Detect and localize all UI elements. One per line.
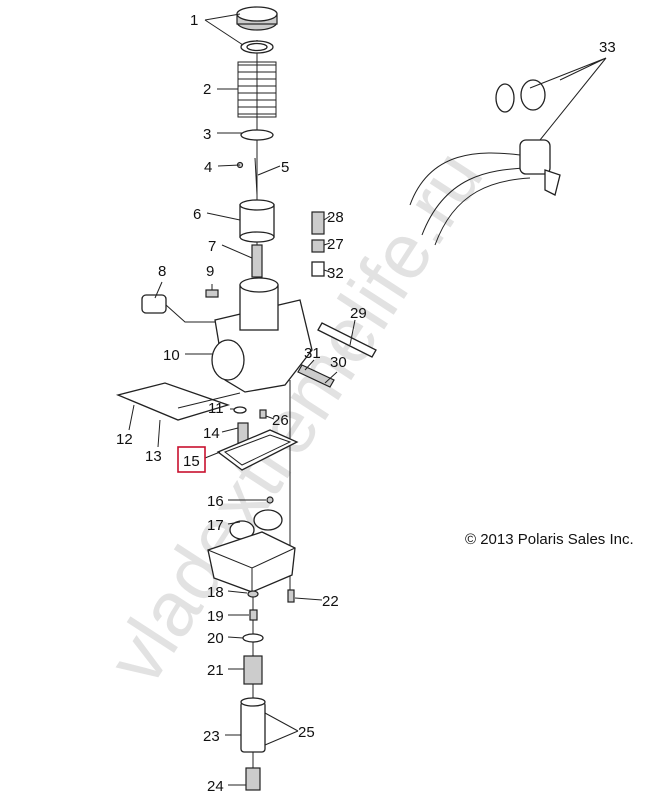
highlight-box — [177, 446, 206, 473]
callout-29: 29 — [350, 305, 367, 322]
watermark: vladextremelife.ru — [90, 135, 499, 699]
callout-5: 5 — [281, 159, 289, 176]
callout-20: 20 — [207, 630, 224, 647]
callout-10: 10 — [163, 347, 180, 364]
callout-26: 26 — [272, 412, 289, 429]
callout-27: 27 — [327, 236, 344, 253]
callout-21: 21 — [207, 662, 224, 679]
callout-30: 30 — [330, 354, 347, 371]
callout-18: 18 — [207, 584, 224, 601]
callout-25: 25 — [298, 724, 315, 741]
callout-2: 2 — [203, 81, 211, 98]
callout-22: 22 — [322, 593, 339, 610]
callout-9: 9 — [206, 263, 214, 280]
part-sensor — [141, 294, 225, 323]
callout-8: 8 — [158, 263, 166, 280]
part-float-bowl — [207, 531, 296, 593]
callout-11: 11 — [208, 400, 224, 417]
callout-33: 33 — [599, 39, 616, 56]
callout-13: 13 — [145, 448, 162, 465]
callout-6: 6 — [193, 206, 201, 223]
callout-17: 17 — [207, 517, 224, 534]
part-slide — [239, 199, 275, 243]
callout-14: 14 — [203, 425, 220, 442]
callout-31: 31 — [304, 345, 321, 362]
callout-15: 15 — [183, 453, 200, 470]
callout-23: 23 — [203, 728, 220, 745]
copyright-notice: © 2013 Polaris Sales Inc. — [465, 531, 634, 548]
part-cap — [236, 6, 278, 54]
part-clip — [240, 129, 274, 141]
callout-32: 32 — [327, 265, 344, 282]
callout-28: 28 — [327, 209, 344, 226]
callout-24: 24 — [207, 778, 224, 795]
callout-3: 3 — [203, 126, 211, 143]
callout-7: 7 — [208, 238, 216, 255]
part-gasket — [216, 429, 299, 471]
callout-1: 1 — [190, 12, 198, 29]
callout-19: 19 — [207, 608, 224, 625]
callout-12: 12 — [116, 431, 133, 448]
part-throttle-screw — [251, 244, 263, 278]
part-carburetor-body — [211, 277, 313, 393]
part-throttle-cable — [409, 79, 561, 246]
callout-16: 16 — [207, 493, 224, 510]
callout-4: 4 — [204, 159, 212, 176]
part-needle — [254, 157, 258, 196]
